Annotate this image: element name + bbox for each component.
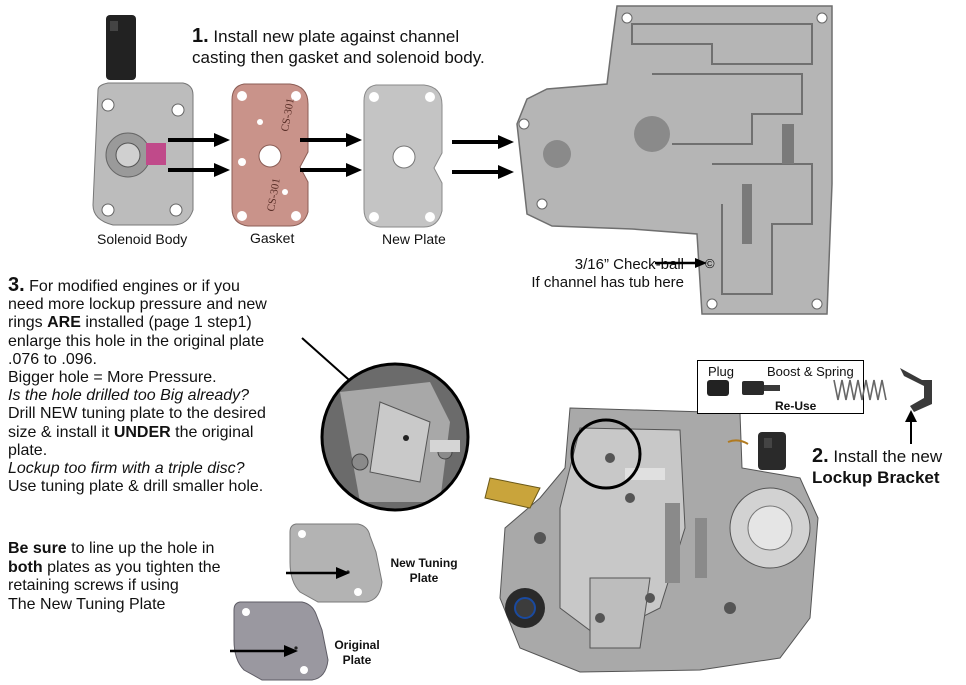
new-plate-image [363,84,443,228]
new-tuning-plate-label: New Tuning Plate [384,556,464,586]
step3-l2: need more lockup pressure and new [8,296,267,314]
new-tuning-plate-arrow [286,567,350,579]
step3-l1: For modified engines or if you [29,278,240,295]
arrows-plate-to-casting [452,135,514,179]
step3-l7: Is the hole drilled too Big already? [8,387,250,405]
besure-l2b: plates as you tighten the [42,558,221,576]
zoom-circle-image [320,362,470,512]
gasket-stamp-bottom: CS-301 [265,177,283,212]
step1-text: 1. Install new plate against channel cas… [192,26,485,68]
lockup-bracket-arrow [905,410,917,444]
step3-l3a: rings [8,314,48,332]
step3-number: 3. [8,274,25,296]
channel-casting-image [516,5,833,315]
besure-l3: retaining screws if using [8,577,179,594]
arrows-solenoid-to-gasket [168,133,230,177]
boost-spring-label: Boost & Spring [767,364,854,379]
gasket-stamp-top: CS-301 [279,97,297,132]
step3-l4: enlarge this hole in the original plate [8,332,265,350]
step3-l8: Drill NEW tuning plate to the desired [8,405,266,423]
original-plate-arrow [230,645,298,657]
step3-l9b: UNDER [113,423,171,441]
valve-body-highlight-circle [570,418,642,490]
arrows-gasket-to-plate [300,133,362,177]
step3-l9a: size & install it [8,423,114,441]
step2-number: 2. [812,445,829,467]
check-ball-callout: 3/16” Check-ball If channel has tub here [494,256,684,292]
step3-l6: Bigger hole = More Pressure. [8,369,217,387]
spring-image [833,379,887,401]
gasket-image: CS-301 CS-301 [231,83,309,227]
solenoid-body-image [92,15,194,226]
step3-l11: Lockup too firm with a triple disc? [8,460,245,478]
step1-line1: Install new plate against channel [213,27,460,46]
boost-valve-image [742,381,780,395]
step3-l12: Use tuning plate & drill smaller hole. [8,478,264,496]
plug-image [707,380,729,396]
step3-l3c: installed (page 1 step1) [80,314,252,332]
step3-l10: plate. [8,441,48,459]
gasket-label: Gasket [250,230,295,246]
original-l2: Plate [342,653,372,667]
check-ball-line1: 3/16” Check-ball [574,256,684,273]
new-tuning-plate-image [289,523,383,603]
original-plate-image [233,601,329,681]
besure-l2a: both [8,558,43,576]
solenoid-body-label: Solenoid Body [97,231,188,247]
step3-l9c: the original [170,423,254,441]
besure-text: Be sure to line up the hole in both plat… [8,540,278,614]
step1-line2: casting then gasket and solenoid body. [192,48,485,67]
step2-text: 2. Install the new Lockup Bracket [812,446,942,488]
check-ball-mark: © [705,256,715,271]
check-ball-line2: If channel has tub here [531,274,684,291]
step2-l1: Install the new [833,447,943,466]
step3-text: 3. For modified engines or if you need m… [8,274,338,496]
step3-l3b: ARE [47,314,81,332]
check-ball-arrow [655,258,707,268]
besure-l4: The New Tuning Plate [8,595,166,613]
step1-number: 1. [192,25,209,47]
besure-l1b: to line up the hole in [66,540,215,557]
new-tuning-l2: Plate [409,571,439,585]
step3-l5: .076 to .096. [8,350,97,368]
besure-l1a: Be sure [8,540,67,557]
lockup-connector-image [727,432,786,470]
original-plate-label: Original Plate [326,638,388,668]
new-tuning-l1: New Tuning [390,556,458,570]
step2-l2: Lockup Bracket [812,468,940,487]
original-l1: Original [334,638,380,652]
new-plate-label: New Plate [382,231,446,247]
reuse-label: Re-Use [775,399,817,413]
lockup-bracket-image [900,368,932,412]
plug-label: Plug [708,364,735,379]
